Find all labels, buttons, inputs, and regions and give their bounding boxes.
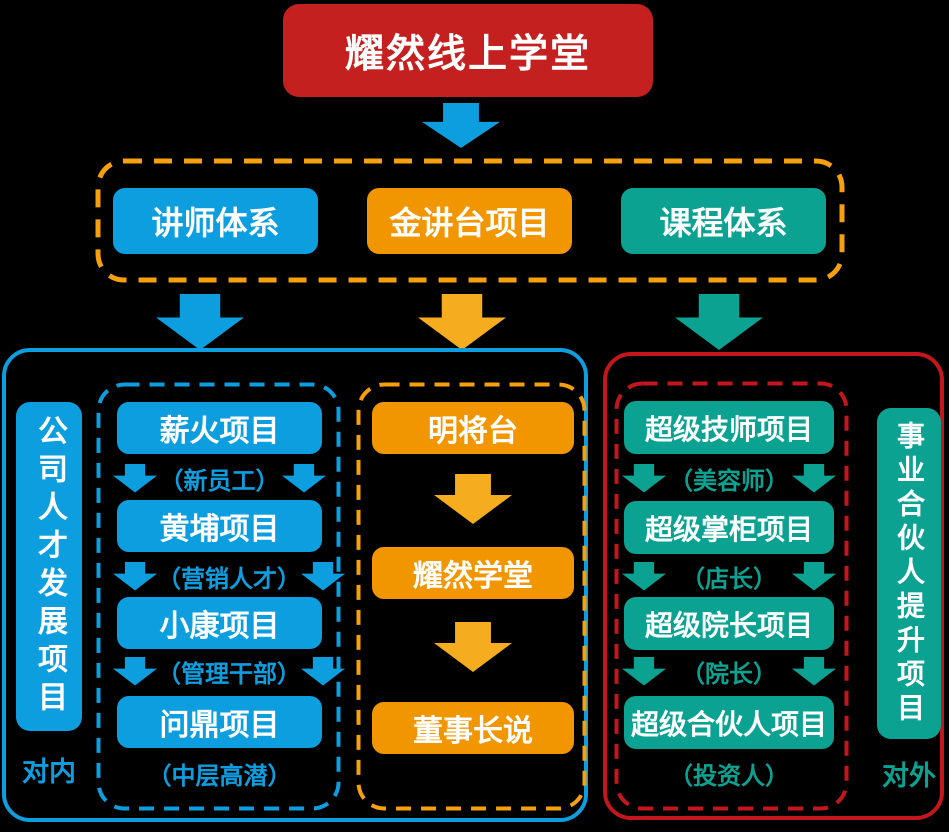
step-caption: （营销人才） bbox=[157, 565, 301, 593]
down-arrow-icon bbox=[422, 103, 500, 148]
blue-dashed-border bbox=[96, 382, 341, 811]
step-box: 小康项目 bbox=[117, 597, 322, 649]
down-arrow-icon bbox=[622, 561, 666, 591]
internal-container: 公司人才发展项目 对内 薪火项目 （新员工） 黄埔项目 （营销人才） 小康项目 bbox=[2, 348, 588, 822]
step-caption: （管理干部） bbox=[157, 660, 301, 688]
system-box-golden-stage: 金讲台项目 bbox=[367, 188, 572, 254]
step-caption: （投资人） bbox=[669, 762, 789, 790]
step-caption-row: （新员工） bbox=[113, 462, 326, 495]
system-box-course: 课程体系 bbox=[621, 188, 826, 254]
step-caption-row: （中层高潜） bbox=[113, 757, 326, 790]
step-box: 董事长说 bbox=[372, 702, 574, 754]
step-label: 超级掌柜项目 bbox=[644, 513, 813, 545]
step-caption-row: （院长） bbox=[622, 655, 836, 688]
internal-side-tag: 对内 bbox=[22, 757, 76, 787]
down-arrow-icon bbox=[418, 294, 506, 350]
down-arrow-icon bbox=[113, 463, 157, 493]
step-label: 超级技师项目 bbox=[644, 413, 813, 445]
down-arrow-icon bbox=[113, 561, 157, 591]
down-arrow-icon bbox=[792, 463, 836, 493]
step-box: 超级院长项目 bbox=[624, 597, 834, 650]
system-label: 金讲台项目 bbox=[389, 205, 550, 241]
system-label: 讲师体系 bbox=[151, 205, 280, 241]
step-box: 问鼎项目 bbox=[117, 696, 322, 748]
step-label: 超级院长项目 bbox=[644, 609, 813, 641]
step-box: 超级掌柜项目 bbox=[624, 501, 834, 554]
system-box-lecturer: 讲师体系 bbox=[113, 188, 318, 254]
step-box: 超级合伙人项目 bbox=[624, 696, 834, 749]
orange-dashed-border bbox=[356, 382, 587, 811]
external-container: 超级技师项目 （美容师） 超级掌柜项目 （店长） 超级院长项目 （院长） 超级合… bbox=[603, 352, 944, 820]
system-label: 课程体系 bbox=[659, 205, 788, 241]
down-arrow-icon bbox=[622, 656, 666, 686]
step-caption-row: （美容师） bbox=[622, 462, 836, 495]
step-caption: （店长） bbox=[681, 565, 777, 593]
step-caption: （院长） bbox=[681, 660, 777, 688]
step-caption-row: （营销人才） bbox=[113, 560, 345, 593]
step-label: 薪火项目 bbox=[159, 415, 280, 448]
internal-side-label: 公司人才发展项目 bbox=[33, 414, 66, 719]
red-dashed-border bbox=[614, 381, 849, 811]
down-arrow-icon bbox=[156, 294, 244, 350]
down-arrow-icon bbox=[792, 656, 836, 686]
step-caption: （中层高潜） bbox=[147, 762, 292, 790]
step-label: 黄埔项目 bbox=[159, 513, 280, 546]
step-caption: （美容师） bbox=[669, 467, 789, 495]
down-arrow-icon bbox=[113, 656, 157, 686]
step-box: 耀然学堂 bbox=[372, 547, 574, 599]
down-arrow-icon bbox=[622, 463, 666, 493]
down-arrow-icon bbox=[282, 463, 326, 493]
step-caption-row: （店长） bbox=[622, 560, 836, 593]
down-arrow-icon bbox=[792, 561, 836, 591]
step-caption: （新员工） bbox=[159, 467, 280, 495]
step-caption-row: （管理干部） bbox=[113, 655, 345, 688]
step-label: 耀然学堂 bbox=[413, 560, 533, 593]
systems-container: 讲师体系 金讲台项目 课程体系 bbox=[95, 158, 845, 283]
step-label: 问鼎项目 bbox=[159, 709, 280, 742]
step-caption-row: （投资人） bbox=[622, 757, 836, 790]
orange-dashed-border bbox=[95, 158, 845, 283]
step-box: 薪火项目 bbox=[117, 402, 322, 454]
step-box: 黄埔项目 bbox=[117, 500, 322, 552]
step-box: 明将台 bbox=[372, 402, 574, 454]
step-label: 明将台 bbox=[428, 415, 518, 448]
internal-side-bar: 公司人才发展项目 bbox=[16, 402, 82, 731]
down-arrow-icon bbox=[675, 294, 763, 350]
external-side-bar: 事业合伙人提升项目 bbox=[877, 408, 941, 739]
external-side-label: 事业合伙人提升项目 bbox=[894, 420, 925, 727]
step-box: 超级技师项目 bbox=[624, 401, 834, 454]
external-side-tag: 对外 bbox=[882, 761, 936, 791]
title-text: 耀然线上学堂 bbox=[344, 32, 591, 76]
step-label: 超级合伙人项目 bbox=[630, 708, 827, 740]
title-box: 耀然线上学堂 bbox=[283, 4, 653, 97]
step-label: 董事长说 bbox=[413, 715, 533, 748]
step-label: 小康项目 bbox=[159, 610, 280, 643]
